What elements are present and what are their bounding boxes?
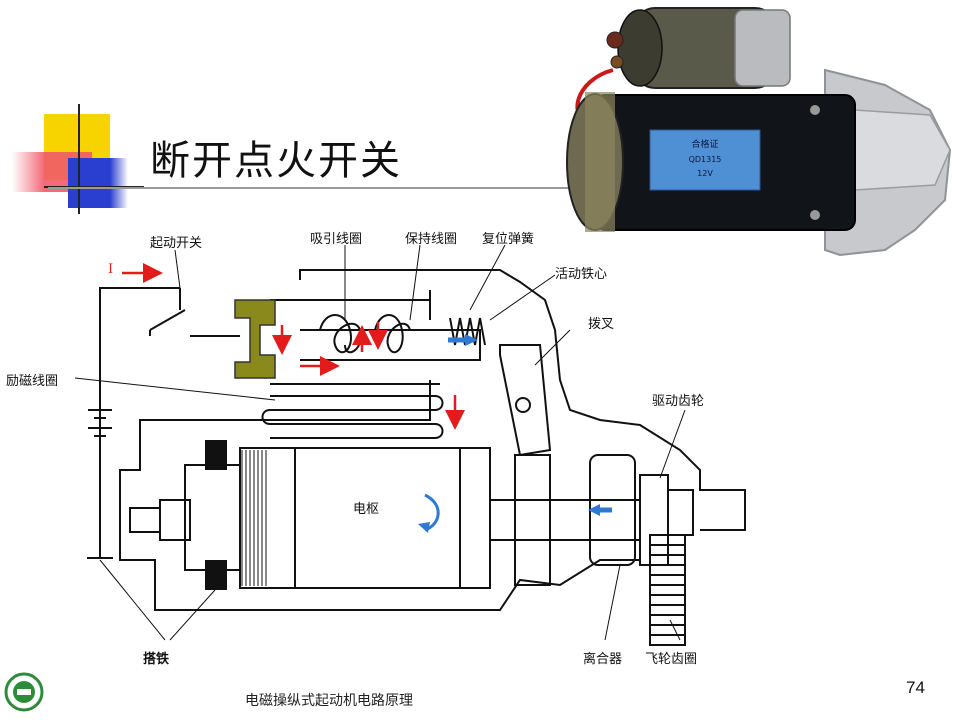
armature-label: 电枢 [353, 502, 380, 517]
battery-wire [99, 287, 180, 558]
battery-symbol [88, 409, 112, 437]
ground-label: 搭铁 [143, 652, 170, 667]
nameplate-voltage: 12V [697, 169, 713, 178]
slide-title: 断开点火开关 [150, 138, 402, 184]
title-deco-vertical-line [78, 104, 80, 214]
starter-motor-photo: 合格证 QD1315 12V [566, 7, 952, 257]
clutch-label: 离合器 [583, 652, 623, 667]
current-symbol-label: I [108, 262, 114, 277]
field-coil-label: 励磁线圈 [6, 374, 59, 389]
nameplate-model: QD1315 [689, 155, 722, 164]
ignition-switch-label: 起动开关 [150, 236, 203, 251]
pull-in-coil-label: 吸引线圈 [310, 232, 363, 247]
page-number: 74 [906, 678, 925, 697]
plunger-label: 活动铁心 [555, 267, 608, 282]
hold-in-coil-label: 保持线圈 [405, 232, 458, 247]
flywheel-ring-label: 飞轮齿圈 [645, 652, 698, 667]
switch-blade [149, 309, 186, 331]
shift-fork-label: 拨叉 [588, 317, 615, 332]
main-contacts [234, 299, 276, 379]
nameplate-label: 合格证 [691, 138, 718, 150]
diagram-caption: 电磁操纵式起动机电路原理 [245, 693, 413, 709]
return-spring-label: 复位弹簧 [482, 232, 535, 247]
school-logo-icon [4, 672, 44, 712]
title-underline [48, 187, 568, 189]
brush-bottom [205, 560, 227, 590]
current-arrows [122, 263, 465, 430]
field-coil-loops [261, 395, 444, 439]
brush-top [205, 440, 227, 470]
drive-gear-label: 驱动齿轮 [652, 394, 705, 409]
